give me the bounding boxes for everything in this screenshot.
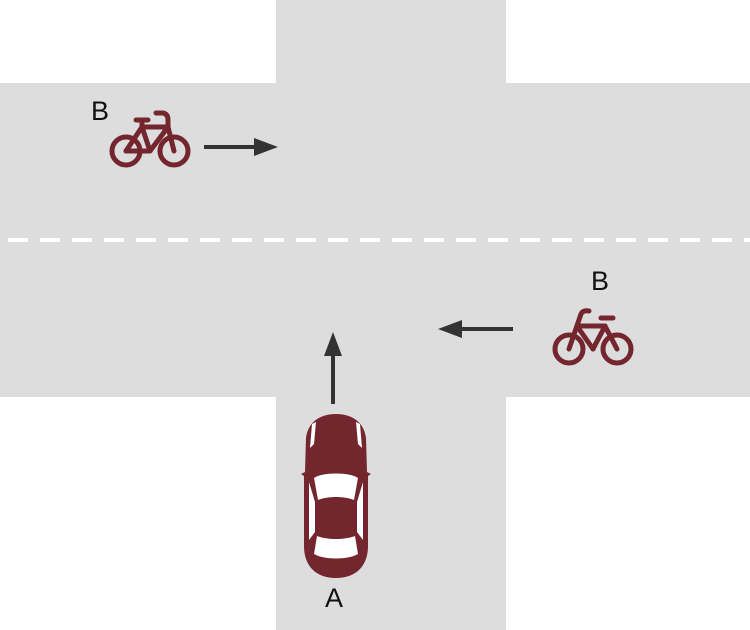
arrow-car-up-icon xyxy=(324,332,342,404)
bicycle-top-icon xyxy=(109,110,191,168)
car-icon xyxy=(301,414,371,578)
arrow-bicycle-top-right-icon xyxy=(204,138,278,156)
bicycle-top-label: B xyxy=(91,96,110,126)
arrow-bicycle-right-left-icon xyxy=(438,320,513,338)
bicycle-right-label: B xyxy=(591,266,610,296)
bicycle-right-icon xyxy=(552,308,634,366)
car-label: A xyxy=(325,583,344,613)
